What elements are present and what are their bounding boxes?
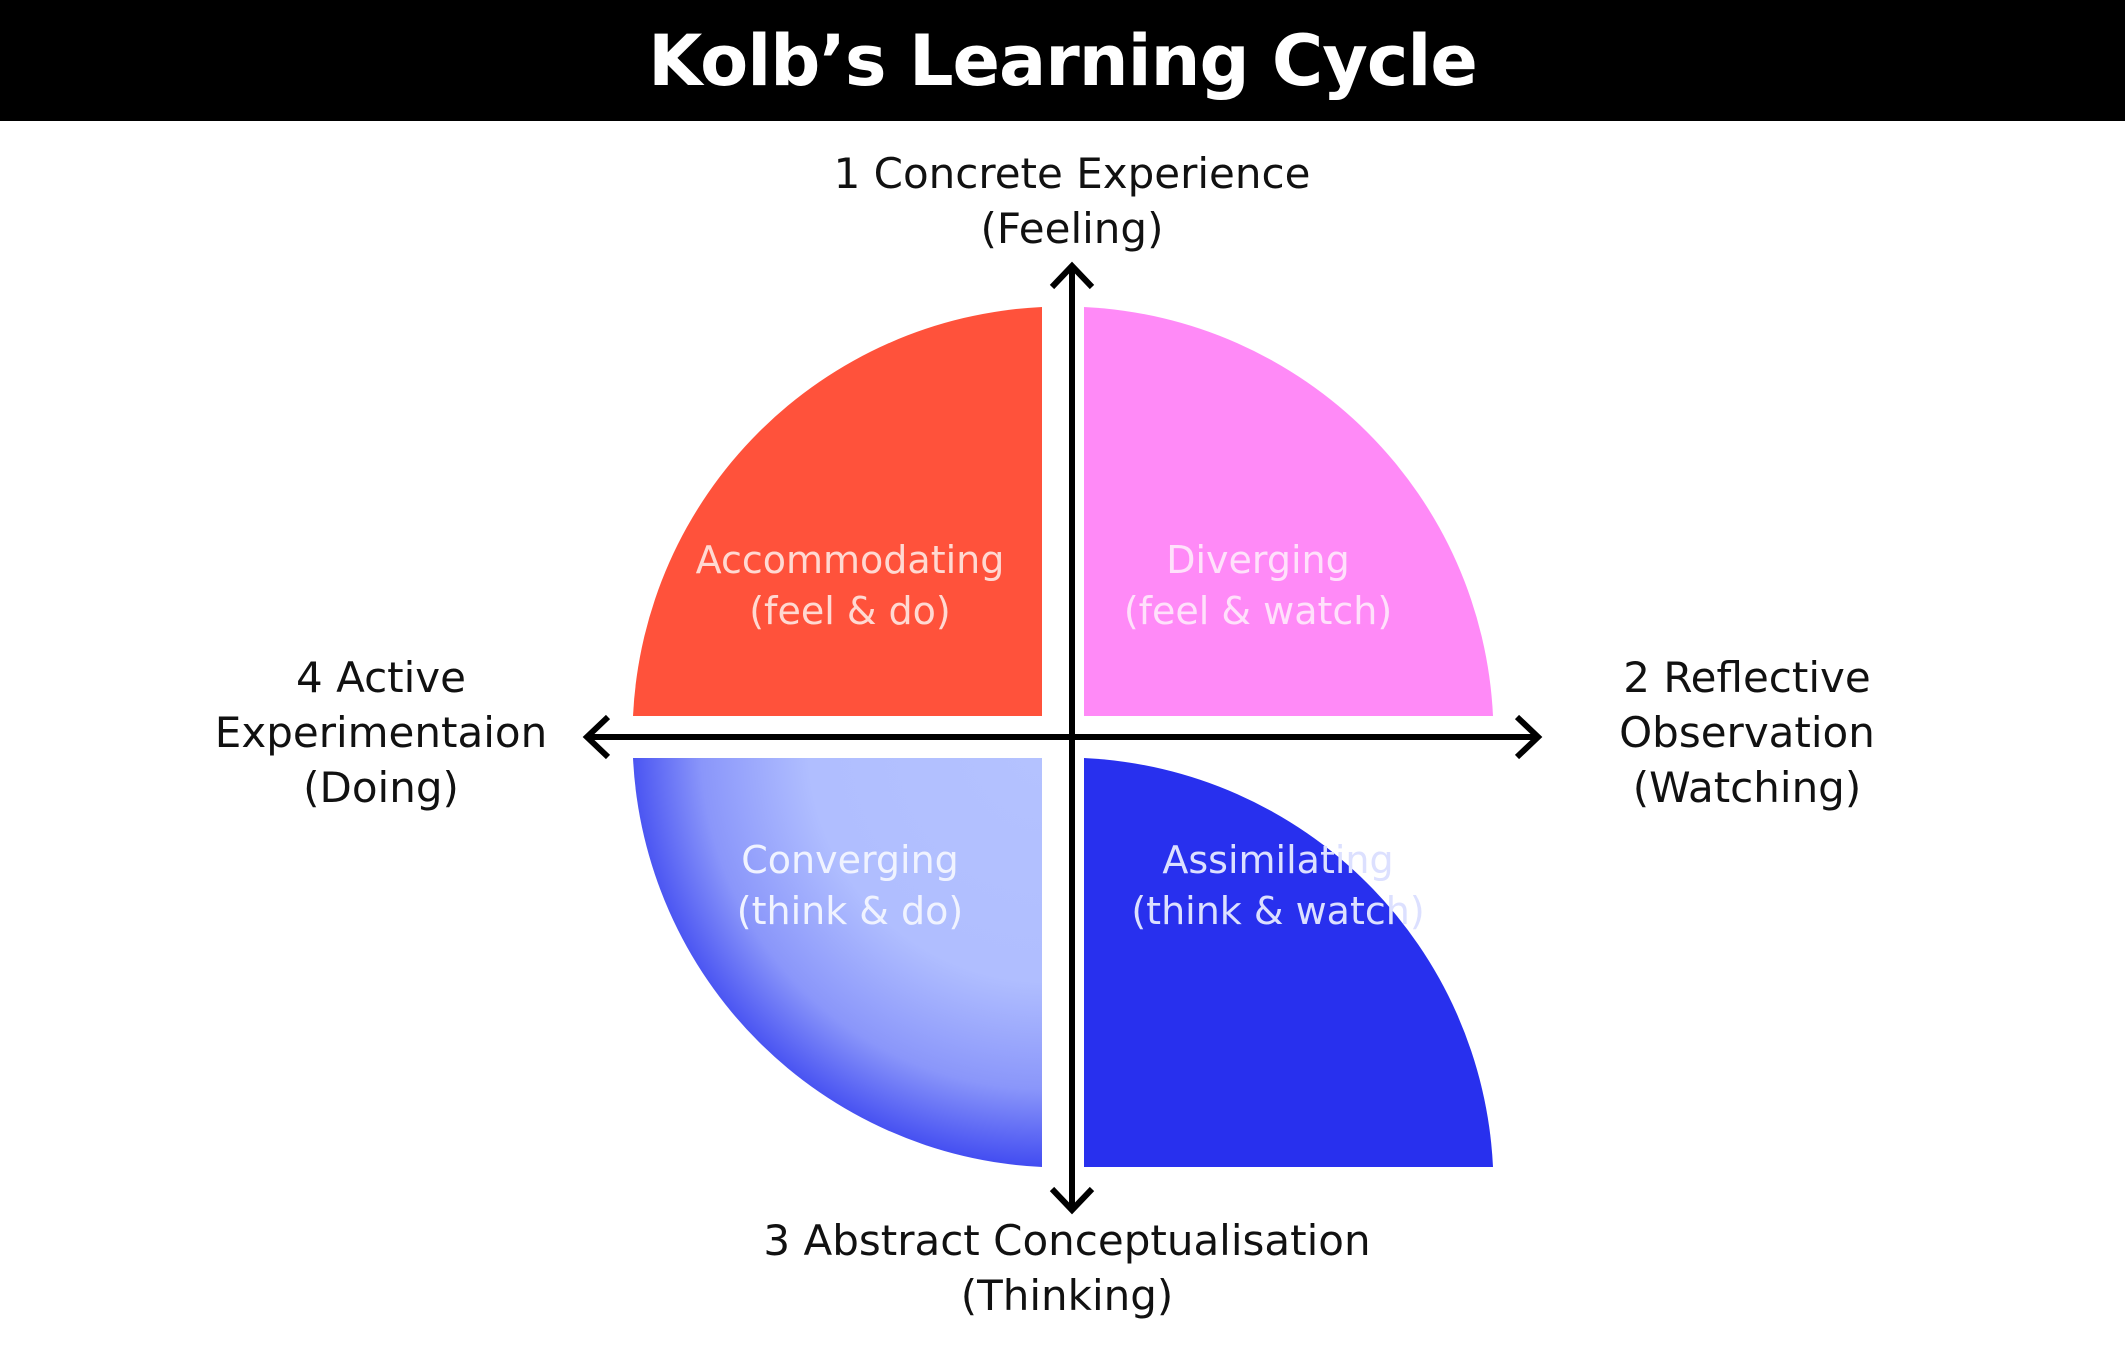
assimilating-name: Assimilating xyxy=(1162,838,1394,882)
quadrant-label-accommodating: Accommodating (feel & do) xyxy=(696,535,1005,637)
diverging-name: Diverging xyxy=(1166,538,1350,582)
axis-label-left: 4 Active Experimentaion (Doing) xyxy=(181,650,581,815)
axis-label-right-line3: (Watching) xyxy=(1632,763,1862,812)
axis-label-bottom-line2: (Thinking) xyxy=(960,1271,1174,1320)
quadrant-diverging xyxy=(1084,307,1493,716)
axis-label-left-line3: (Doing) xyxy=(303,763,459,812)
converging-name: Converging xyxy=(741,838,959,882)
quadrant-label-diverging: Diverging (feel & watch) xyxy=(1124,535,1392,637)
converging-sub: (think & do) xyxy=(736,889,964,933)
axis-label-right: 2 Reflective Observation (Watching) xyxy=(1547,650,1947,815)
accommodating-name: Accommodating xyxy=(695,538,1005,582)
diverging-sub: (feel & watch) xyxy=(1123,589,1393,633)
quadrant-label-converging: Converging (think & do) xyxy=(737,835,963,937)
axis-label-bottom-line1: 3 Abstract Conceptualisation xyxy=(763,1216,1371,1265)
axis-label-right-line2: Observation xyxy=(1619,708,1875,757)
quadrant-label-assimilating: Assimilating (think & watch) xyxy=(1131,835,1424,937)
quadrant-converging xyxy=(633,758,1042,1167)
axis-label-left-line2: Experimentaion xyxy=(214,708,548,757)
arrow-left-icon xyxy=(582,714,611,760)
arrow-down-icon xyxy=(1049,1186,1095,1215)
axis-label-right-line1: 2 Reflective xyxy=(1623,653,1871,702)
axis-label-top-line1: 1 Concrete Experience xyxy=(833,149,1311,198)
axis-label-top: 1 Concrete Experience (Feeling) xyxy=(772,146,1372,256)
title-bar: Kolb’s Learning Cycle xyxy=(0,0,2125,121)
assimilating-sub: (think & watch) xyxy=(1131,889,1425,933)
axis-label-bottom: 3 Abstract Conceptualisation (Thinking) xyxy=(682,1213,1452,1323)
arrow-right-icon xyxy=(1514,714,1543,760)
quadrant-accommodating xyxy=(633,307,1042,716)
accommodating-sub: (feel & do) xyxy=(749,589,951,633)
axis-label-top-line2: (Feeling) xyxy=(980,204,1164,253)
quadrant-assimilating xyxy=(1084,758,1493,1167)
axis-label-left-line1: 4 Active xyxy=(296,653,466,702)
page-title: Kolb’s Learning Cycle xyxy=(648,19,1478,102)
arrow-up-icon xyxy=(1049,261,1095,290)
